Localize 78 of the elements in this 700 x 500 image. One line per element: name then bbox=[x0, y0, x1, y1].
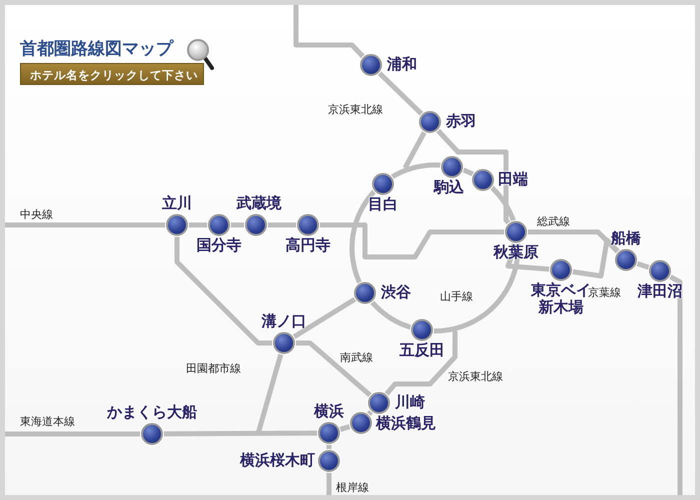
rail-line bbox=[490, 185, 516, 222]
station-marker bbox=[318, 450, 340, 472]
station-marker bbox=[441, 156, 463, 178]
line-name: 総武線 bbox=[537, 214, 570, 229]
station-marker bbox=[411, 319, 433, 341]
station-name: 立川 bbox=[162, 195, 192, 212]
rail-line bbox=[188, 222, 208, 228]
station-marker bbox=[368, 392, 390, 414]
station-marker bbox=[372, 173, 394, 195]
station-name: 津田沼 bbox=[638, 283, 682, 300]
rail-line bbox=[294, 5, 366, 59]
rail-line bbox=[174, 236, 273, 346]
rail-line bbox=[292, 296, 357, 340]
station-marker bbox=[354, 282, 376, 304]
station-name: 赤羽 bbox=[446, 113, 476, 130]
station-marker bbox=[649, 260, 671, 282]
station-name: 秋葉原 bbox=[494, 244, 538, 261]
station-marker bbox=[615, 249, 637, 271]
rail-line bbox=[319, 222, 505, 260]
station-name: 田端 bbox=[498, 171, 528, 188]
rail-line bbox=[668, 274, 682, 495]
rail-line bbox=[162, 430, 318, 436]
station-name: 目白 bbox=[368, 196, 398, 213]
rail-line bbox=[267, 222, 297, 228]
rail-line bbox=[572, 238, 620, 278]
station-marker bbox=[472, 169, 494, 191]
station-name: 駒込 bbox=[434, 179, 464, 196]
line-name: 東海道本線 bbox=[20, 414, 75, 429]
rail-line bbox=[636, 261, 650, 270]
station-marker bbox=[166, 214, 188, 236]
station-marker bbox=[273, 332, 295, 354]
station-marker bbox=[141, 423, 163, 445]
station-name: 五反田 bbox=[400, 342, 444, 359]
station-name: 溝ノ口 bbox=[262, 313, 306, 330]
rail-line bbox=[384, 331, 458, 396]
station-name: 武蔵境 bbox=[236, 195, 282, 212]
rail-line bbox=[370, 300, 414, 330]
station-marker bbox=[550, 259, 572, 281]
station-marker bbox=[208, 214, 230, 236]
rail-line bbox=[460, 167, 476, 177]
rail-line bbox=[436, 128, 511, 226]
station-marker bbox=[297, 214, 319, 236]
line-name: 中央線 bbox=[20, 207, 53, 222]
line-name: 山手線 bbox=[440, 289, 473, 304]
line-name: 京葉線 bbox=[588, 286, 621, 300]
line-name: 南武線 bbox=[340, 350, 373, 365]
instruction-banner: ホテル名をクリックして下さい bbox=[20, 63, 204, 85]
station-marker bbox=[505, 221, 527, 243]
station-name: 川崎 bbox=[395, 394, 425, 411]
rail-line bbox=[402, 130, 427, 170]
station-name: 高円寺 bbox=[286, 237, 330, 254]
rail-line bbox=[377, 70, 424, 116]
rail-line bbox=[326, 472, 332, 495]
rail-line bbox=[338, 424, 352, 432]
station-name: 横浜鶴見 bbox=[376, 415, 436, 432]
line-name: 田園都市線 bbox=[186, 361, 241, 376]
rail-line bbox=[295, 340, 372, 398]
line-name: 京浜東北線 bbox=[328, 102, 383, 117]
rail-line bbox=[350, 189, 376, 284]
line-name: 根岸線 bbox=[336, 480, 369, 495]
rail-line bbox=[5, 432, 141, 436]
station-marker bbox=[245, 214, 267, 236]
map-title: 首都圏路線図マップ bbox=[20, 38, 173, 60]
station-marker bbox=[318, 422, 340, 444]
rail-line bbox=[5, 222, 166, 228]
rail-line bbox=[390, 162, 442, 180]
rail-line bbox=[230, 222, 245, 228]
station-name: 渋谷 bbox=[381, 284, 411, 301]
station-marker bbox=[350, 412, 372, 434]
station-name: 浦和 bbox=[387, 56, 417, 73]
line-name: 京浜東北線 bbox=[448, 369, 503, 384]
station-name: 国分寺 bbox=[196, 237, 242, 254]
station-name: かまくら大船 bbox=[107, 404, 197, 421]
station-name: 横浜 bbox=[314, 403, 344, 420]
station-marker bbox=[360, 54, 382, 76]
station-name: 船橋 bbox=[611, 230, 641, 247]
station-marker bbox=[419, 111, 441, 133]
station-name: 横浜桜木町 bbox=[240, 452, 315, 469]
